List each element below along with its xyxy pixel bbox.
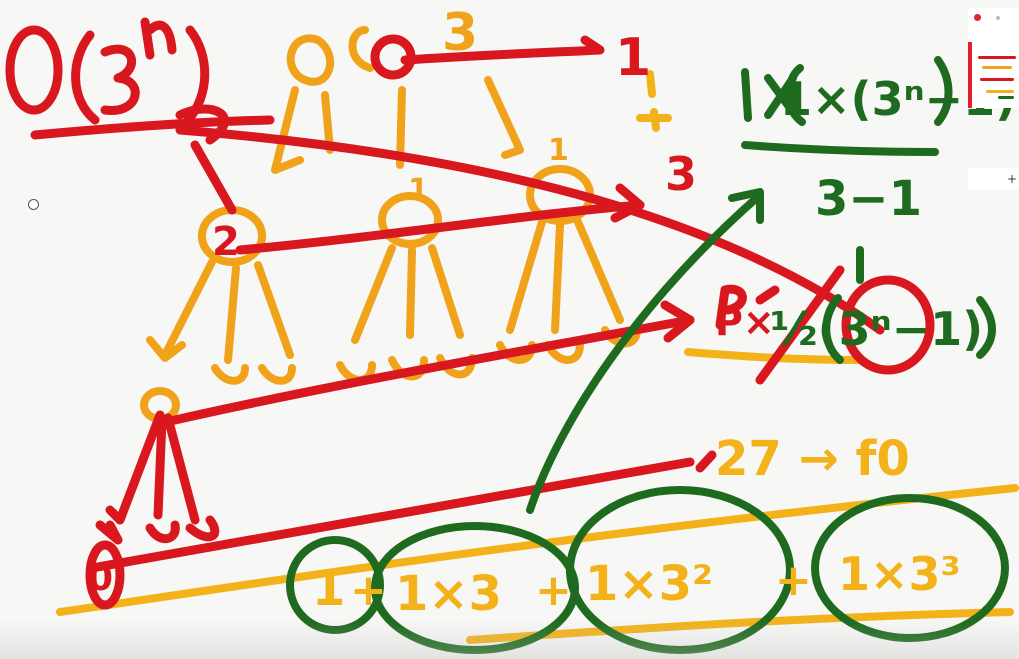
series-plus-2: + — [535, 565, 572, 616]
green-annotations — [286, 56, 1009, 654]
recursion-tree — [140, 26, 641, 423]
node-label-1b: 1 — [548, 133, 569, 168]
formula-denominator: 3−1 — [815, 171, 922, 227]
node-label-2: 2 — [212, 219, 240, 265]
node-label-1a: 1 — [408, 173, 429, 208]
page-thumbnail-icon[interactable] — [976, 48, 1019, 104]
yellow-baseline — [56, 484, 1019, 616]
formula-simplified: ½(3ⁿ−1) — [770, 302, 983, 356]
series-term-2: 1×3 — [395, 566, 502, 622]
red-annotations — [5, 17, 935, 610]
add-page-button[interactable]: + — [968, 168, 1019, 190]
bottom-zero-marker: 0 — [88, 558, 113, 599]
series-term-4: 1×3³ — [838, 547, 961, 601]
series-plus-3: + — [775, 555, 812, 606]
series-plus-1: + — [350, 565, 387, 616]
geometric-series: 1 + 1×3 + 1×3² + 1×3³ — [312, 547, 961, 622]
base-level-marker: 27 → f0 — [715, 431, 910, 487]
leaf-count-label: 1 — [615, 28, 651, 88]
status-dot-icon — [996, 16, 1000, 20]
series-term-1: 1 — [312, 561, 345, 617]
level-sum-3: 3 — [665, 147, 697, 201]
record-indicator-icon — [974, 14, 981, 21]
root-label: 3 — [442, 3, 478, 63]
active-page-marker — [968, 42, 972, 108]
formula-prefix: P× — [715, 300, 775, 344]
radio-circle-icon[interactable] — [28, 199, 39, 210]
yellow-level-mark — [636, 70, 672, 132]
series-term-3: 1×3² — [585, 556, 713, 612]
